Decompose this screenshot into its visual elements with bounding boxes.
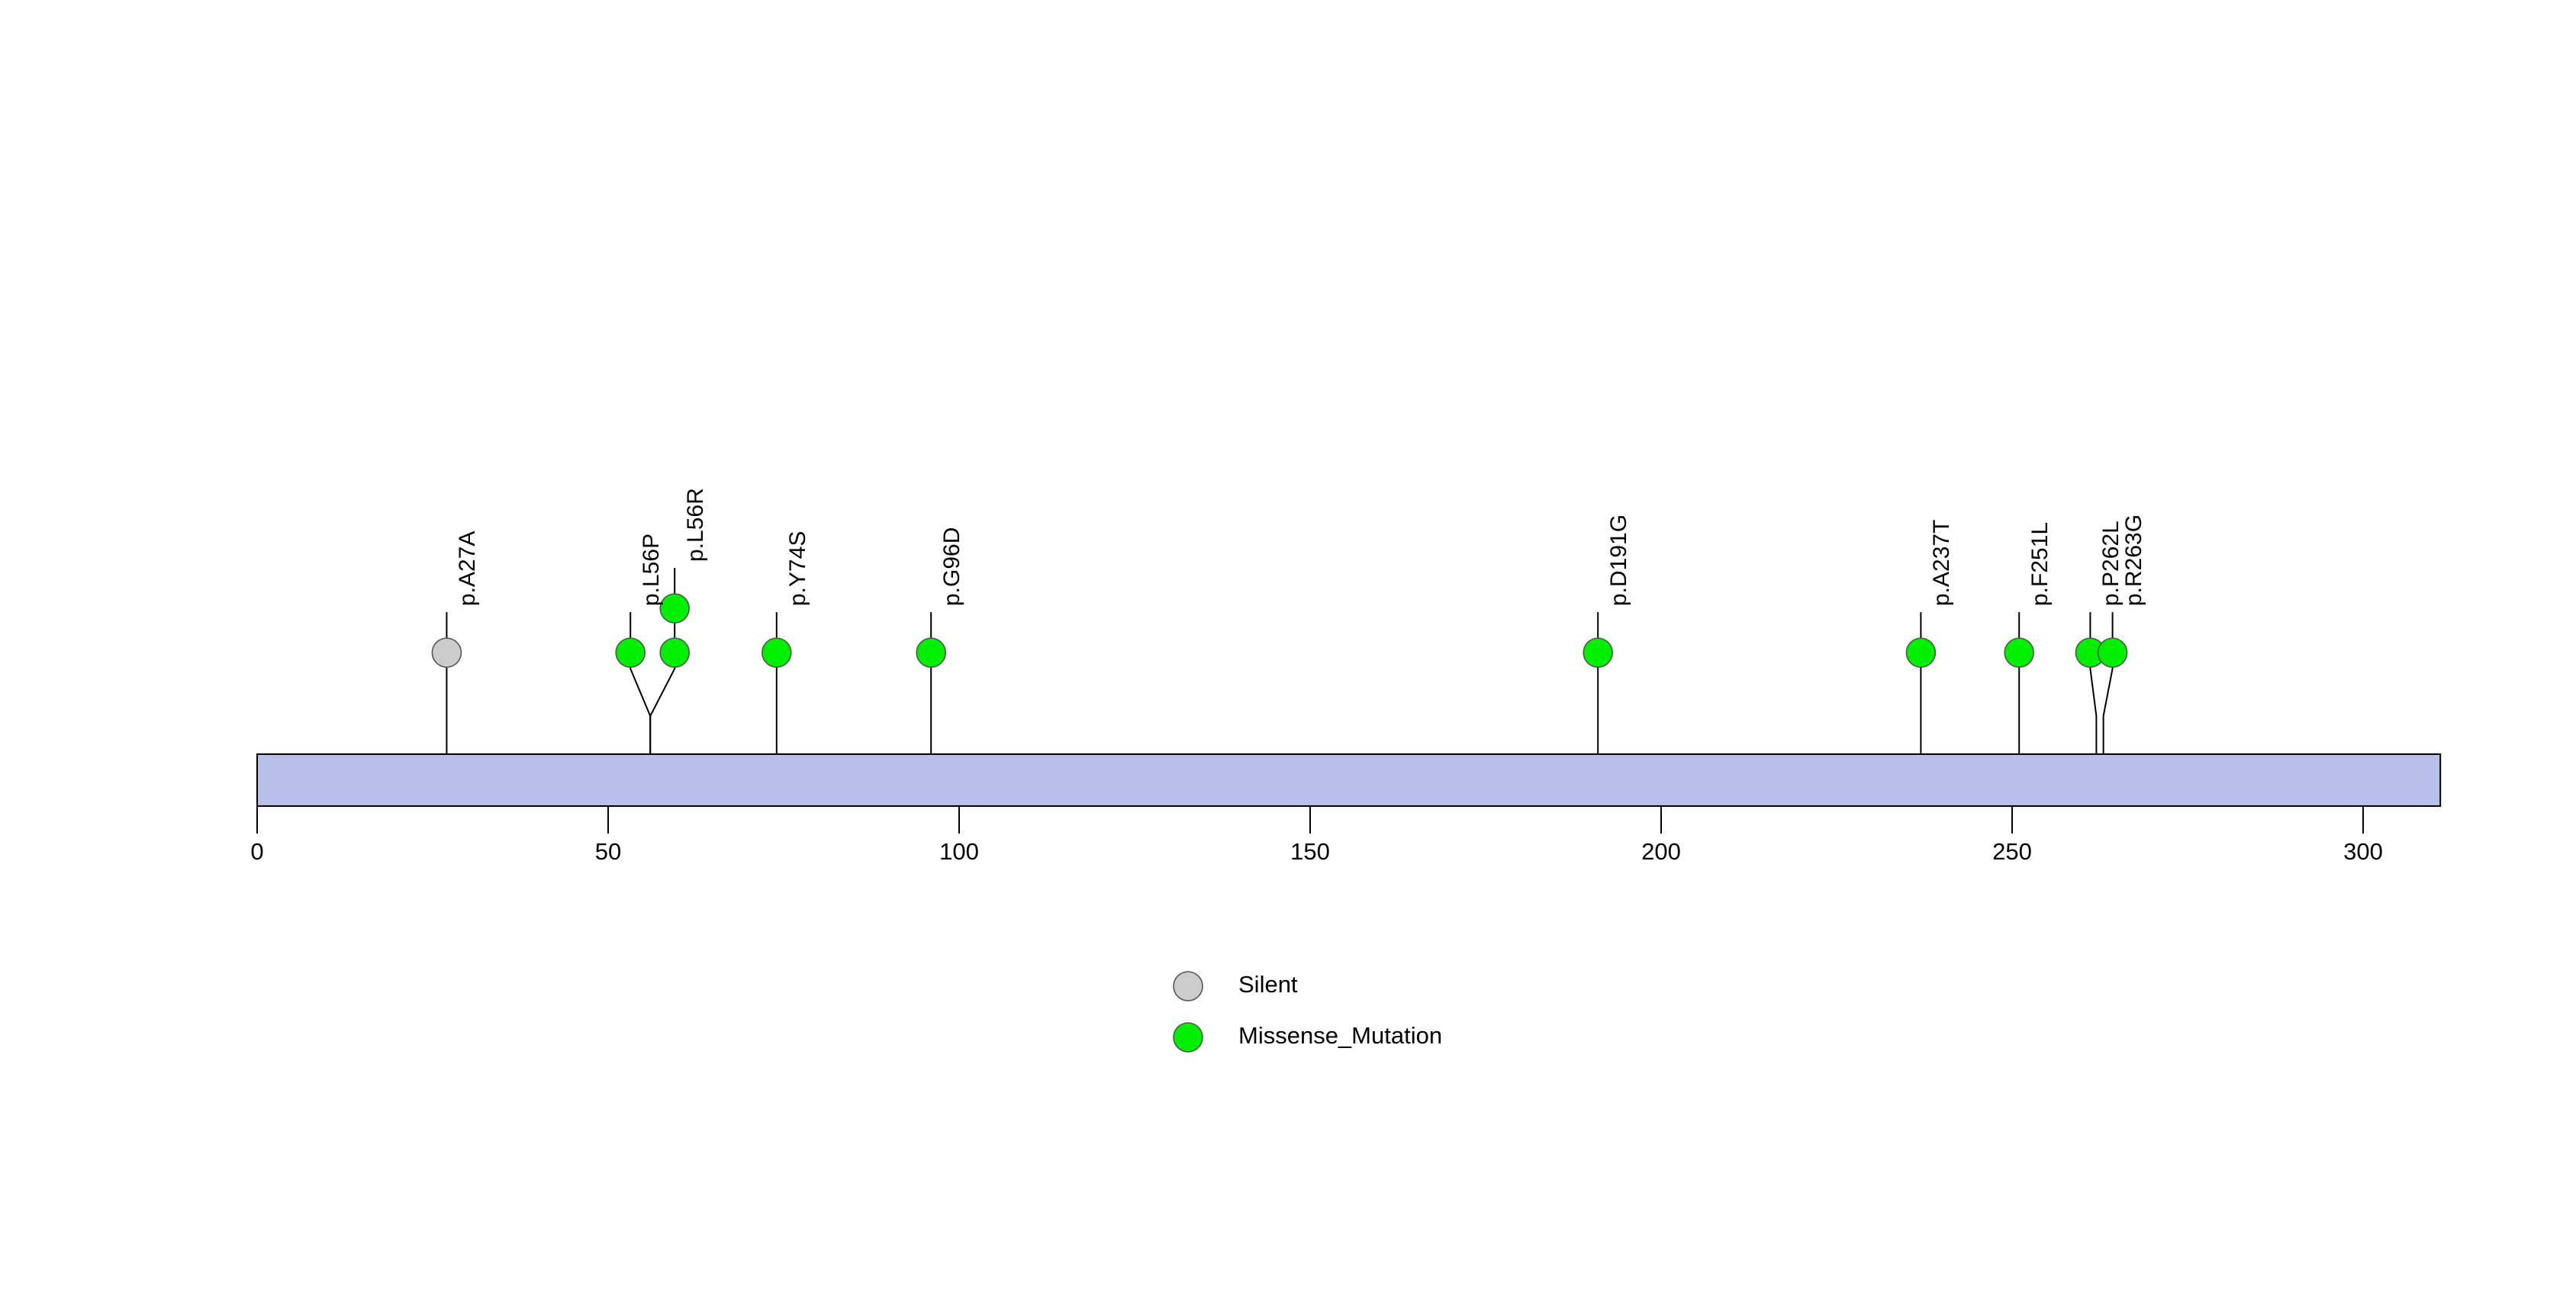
mutation-label: p.L56P — [639, 533, 665, 606]
legend-markers — [1173, 971, 1203, 1053]
axis-tick-label: 200 — [1641, 838, 1681, 865]
mutation-label: p.F251L — [2027, 521, 2053, 606]
mutation-marker[interactable] — [916, 637, 946, 668]
axis-tick-label: 150 — [1290, 838, 1330, 865]
mutation-marker[interactable] — [1583, 637, 1613, 668]
mutation-marker[interactable] — [761, 637, 792, 668]
mutation-marker[interactable] — [2097, 637, 2128, 668]
mutation-label: p.L56R — [683, 488, 709, 562]
mutation-label: p.G96D — [939, 527, 965, 606]
axis-tick-label: 50 — [594, 838, 622, 865]
legend-swatch — [1173, 1022, 1203, 1053]
mutation-marker[interactable] — [615, 637, 646, 668]
legend-swatch — [1173, 971, 1203, 1001]
mutation-marker[interactable] — [431, 637, 462, 668]
mutation-label: p.D191G — [1606, 514, 1632, 606]
lollipop-head-group — [431, 593, 2128, 668]
mutation-marker[interactable] — [659, 593, 691, 624]
legend-label: Missense_Mutation — [1238, 1022, 1443, 1049]
legend-label: Silent — [1238, 971, 1298, 998]
axis-tick-label: 250 — [1992, 838, 2032, 865]
mutation-label: p.R263G — [2120, 514, 2146, 606]
axis-tick-label: 0 — [250, 838, 264, 865]
mutation-label: p.Y74S — [784, 531, 810, 606]
mutation-label: p.A27A — [455, 531, 481, 606]
mutation-marker[interactable] — [659, 637, 691, 668]
protein-domain-bar — [256, 753, 2442, 807]
mutation-label: p.A237T — [1929, 519, 1955, 606]
axis-tick-label: 300 — [2343, 838, 2383, 865]
mutation-marker[interactable] — [1905, 637, 1937, 668]
axis-tick-label: 100 — [939, 838, 979, 865]
x-axis — [256, 806, 2364, 834]
mutation-marker[interactable] — [2004, 637, 2034, 668]
protein-backbone-rect — [256, 753, 2442, 807]
